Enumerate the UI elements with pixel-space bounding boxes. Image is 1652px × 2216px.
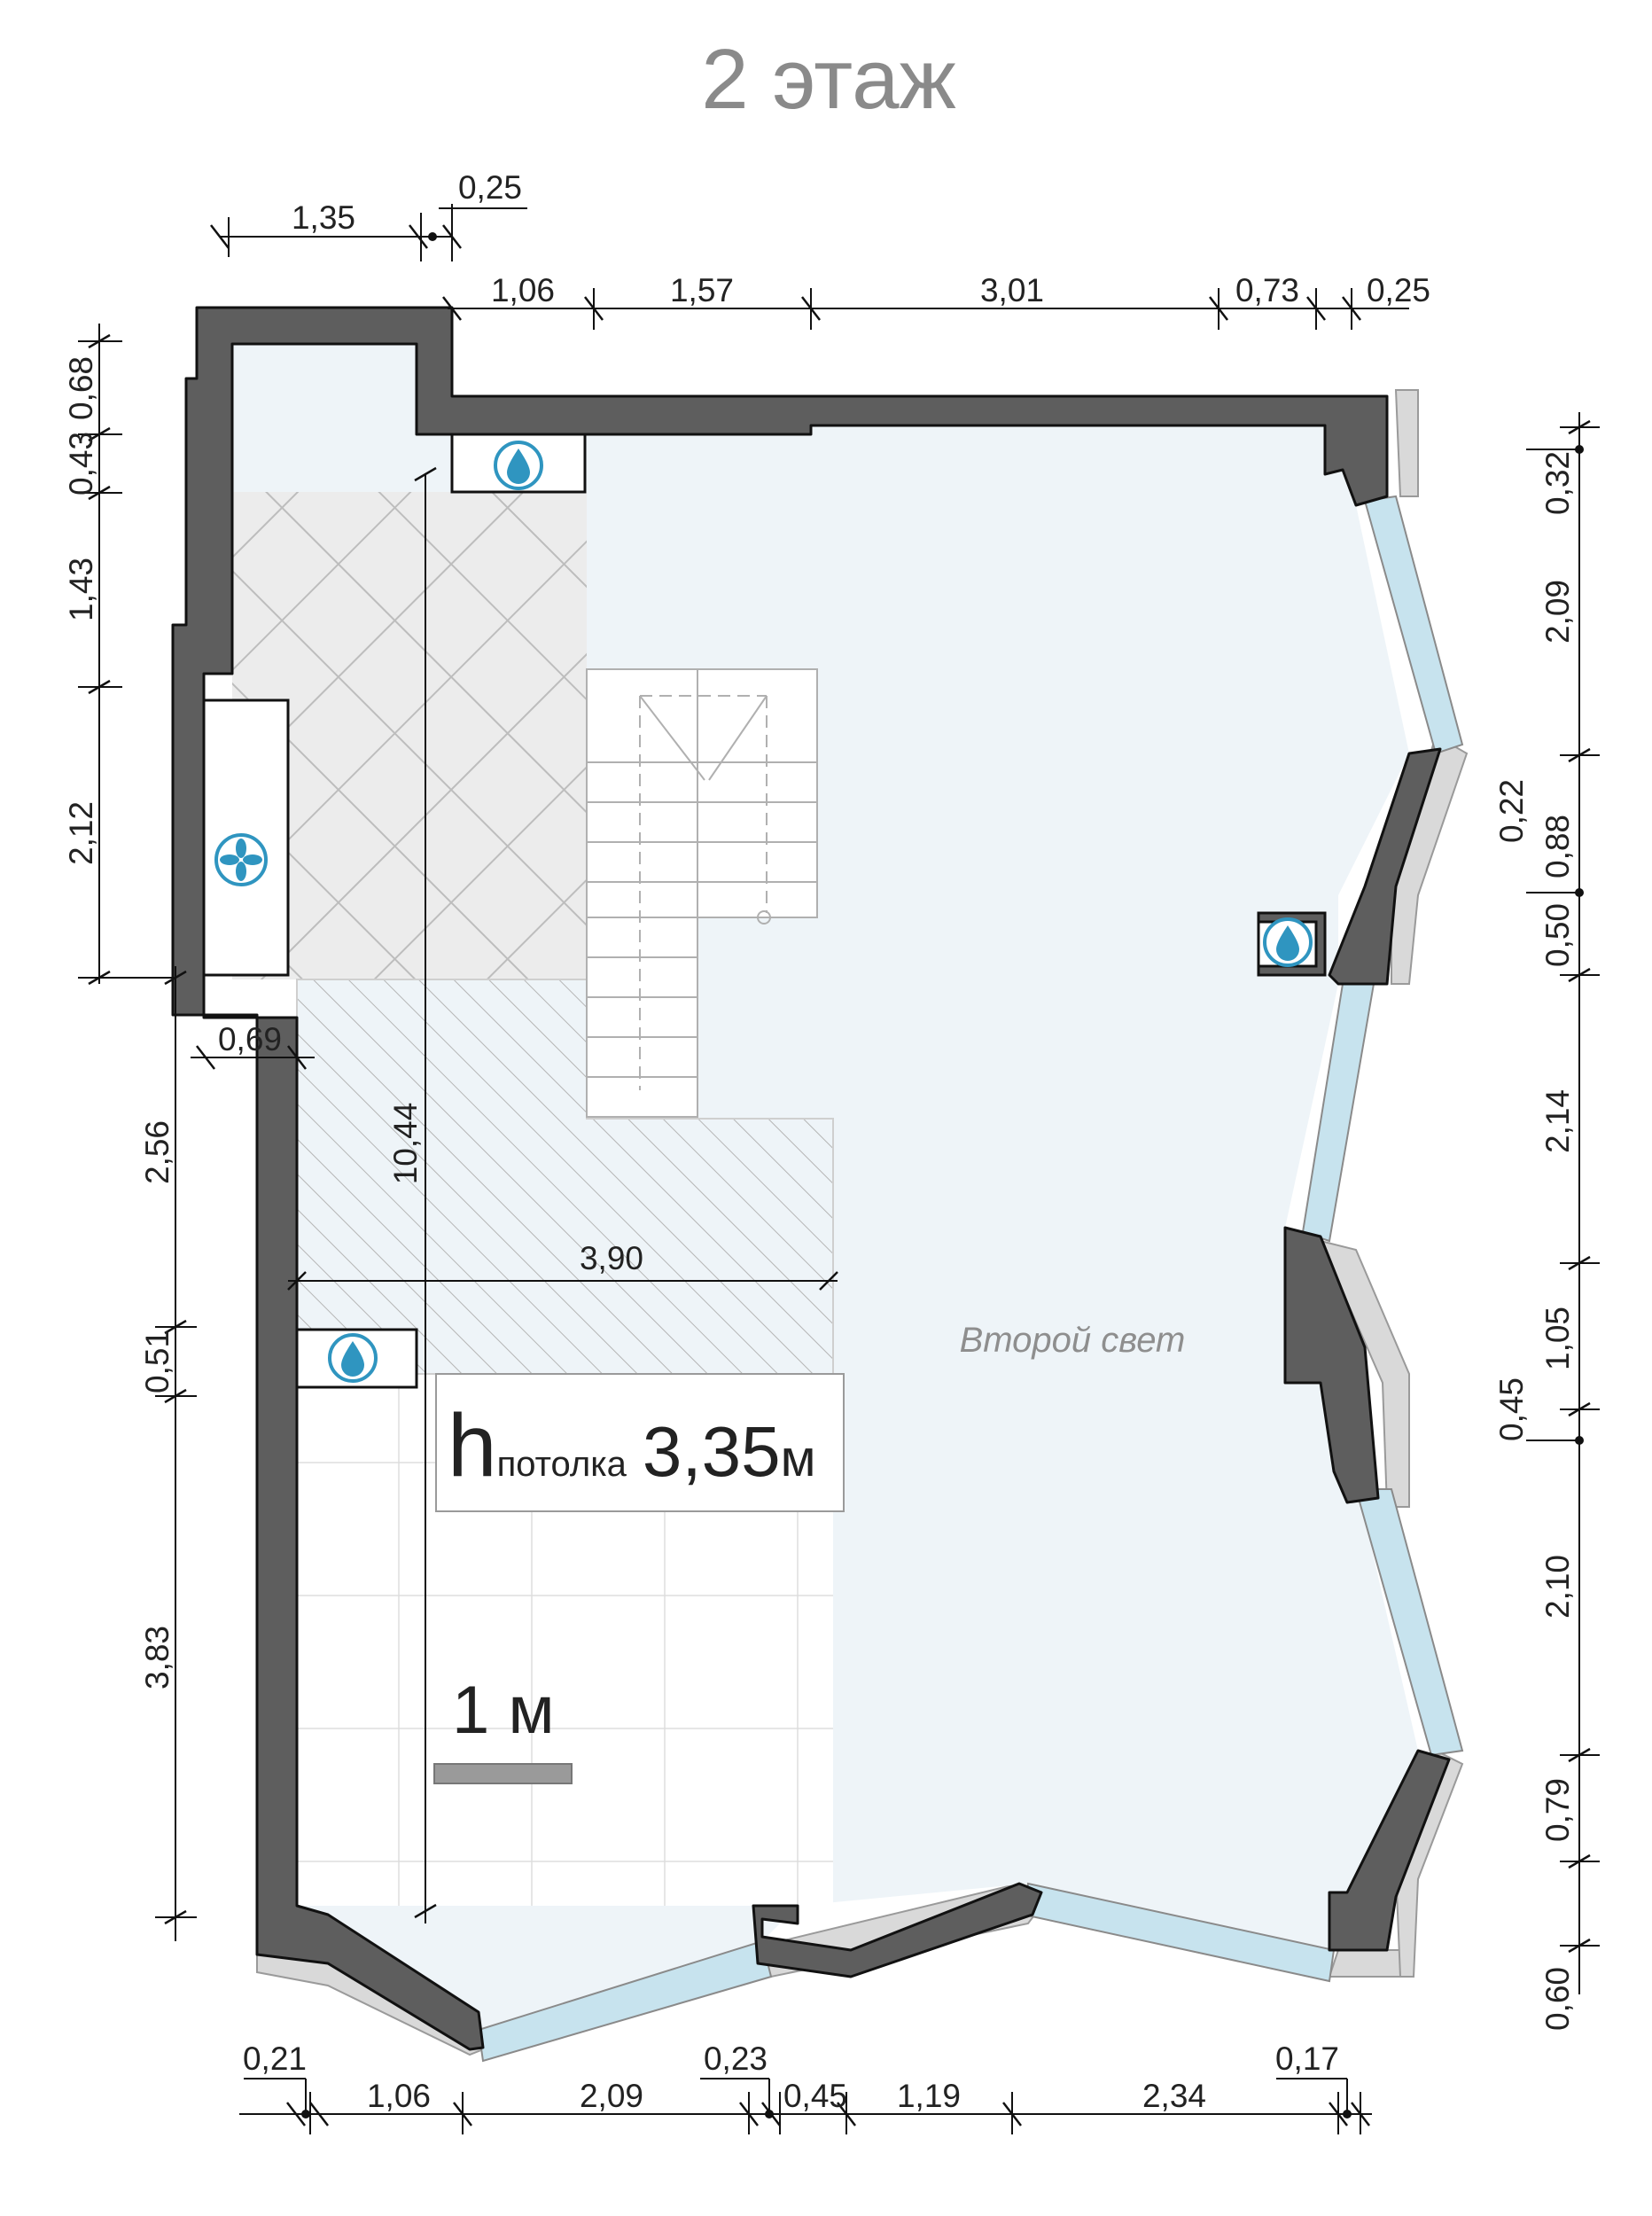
ceiling-height-box: hпотолка 3,35м	[435, 1373, 845, 1512]
dim-bottom-upper-1: 0,21	[243, 2040, 307, 2077]
ventilation-fan-icon	[214, 833, 268, 886]
dim-top-2: 1,57	[670, 272, 734, 308]
scale-bar-label: 1 м	[452, 1673, 555, 1748]
stair-height-label: 10,44	[387, 1103, 424, 1185]
dim-bottom-4: 1,19	[897, 2078, 961, 2114]
staircase	[586, 668, 818, 1118]
water-drop-icon	[1263, 917, 1313, 967]
room-label: Второй свет	[960, 1321, 1186, 1360]
top-upper-dimension-chain	[210, 204, 527, 261]
dim-right-7: 1,05	[1539, 1307, 1576, 1370]
dim-top-5: 0,25	[1367, 272, 1430, 308]
dim-bottom-upper-3: 0,17	[1275, 2040, 1339, 2077]
left-dimension-chain	[78, 324, 315, 1941]
dim-bottom-upper-2: 0,23	[704, 2040, 768, 2077]
dim-right-6: 2,14	[1539, 1089, 1576, 1153]
tiled-area	[232, 492, 587, 979]
ceiling-prefix: h	[448, 1396, 497, 1495]
dim-left-7: 3,83	[139, 1626, 175, 1689]
dim-left-6: 0,51	[139, 1330, 175, 1393]
dim-left-1: 0,68	[63, 356, 99, 420]
dim-right-2: 2,09	[1539, 580, 1576, 644]
stair-width-label: 3,90	[580, 1240, 643, 1276]
dim-right-11: 0,60	[1539, 1967, 1576, 2031]
dim-top-4: 0,73	[1235, 272, 1299, 308]
top-dimension-chain	[442, 288, 1409, 330]
water-drop-icon	[494, 441, 543, 490]
dim-right-4: 0,22	[1493, 779, 1530, 843]
windows	[477, 495, 1464, 2063]
dim-right-3: 0,88	[1539, 815, 1576, 878]
dim-bottom-1: 1,06	[367, 2078, 431, 2114]
water-drop-icon	[328, 1333, 378, 1383]
dim-right-5: 0,50	[1539, 903, 1576, 967]
dim-bottom-2: 2,09	[580, 2078, 643, 2114]
dim-right-10: 0,79	[1539, 1778, 1576, 1842]
stair-dimensions	[287, 466, 838, 1923]
scale-bar	[433, 1763, 573, 1784]
floor-title: 2 этаж	[701, 32, 955, 127]
dim-left-5: 2,56	[139, 1120, 175, 1184]
hatched-area	[297, 979, 833, 1374]
ceiling-subscript: потолка	[497, 1445, 627, 1484]
dim-top-upper-1: 1,35	[292, 199, 355, 236]
walls	[171, 306, 1451, 2051]
ceiling-value: 3,35	[643, 1412, 781, 1491]
dim-left-inner: 0,69	[218, 1021, 282, 1057]
dim-top-3: 3,01	[980, 272, 1044, 308]
bottom-dimension-chain	[239, 2078, 1372, 2134]
right-dimension-chain	[1526, 412, 1600, 1994]
dim-top-upper-2: 0,25	[458, 169, 522, 206]
dim-bottom-3: 0,45	[783, 2078, 847, 2114]
dim-left-4: 2,12	[63, 801, 99, 865]
ceiling-unit: м	[781, 1430, 816, 1487]
dim-left-3: 1,43	[63, 558, 99, 621]
dim-top-1: 1,06	[491, 272, 555, 308]
dim-right-9: 2,10	[1539, 1555, 1576, 1619]
shafts	[202, 433, 1327, 1389]
dim-right-8: 0,45	[1493, 1377, 1530, 1441]
dim-right-1: 0,32	[1539, 451, 1576, 515]
dim-left-2: 0,43	[63, 432, 99, 495]
dim-bottom-5: 2,34	[1142, 2078, 1206, 2114]
